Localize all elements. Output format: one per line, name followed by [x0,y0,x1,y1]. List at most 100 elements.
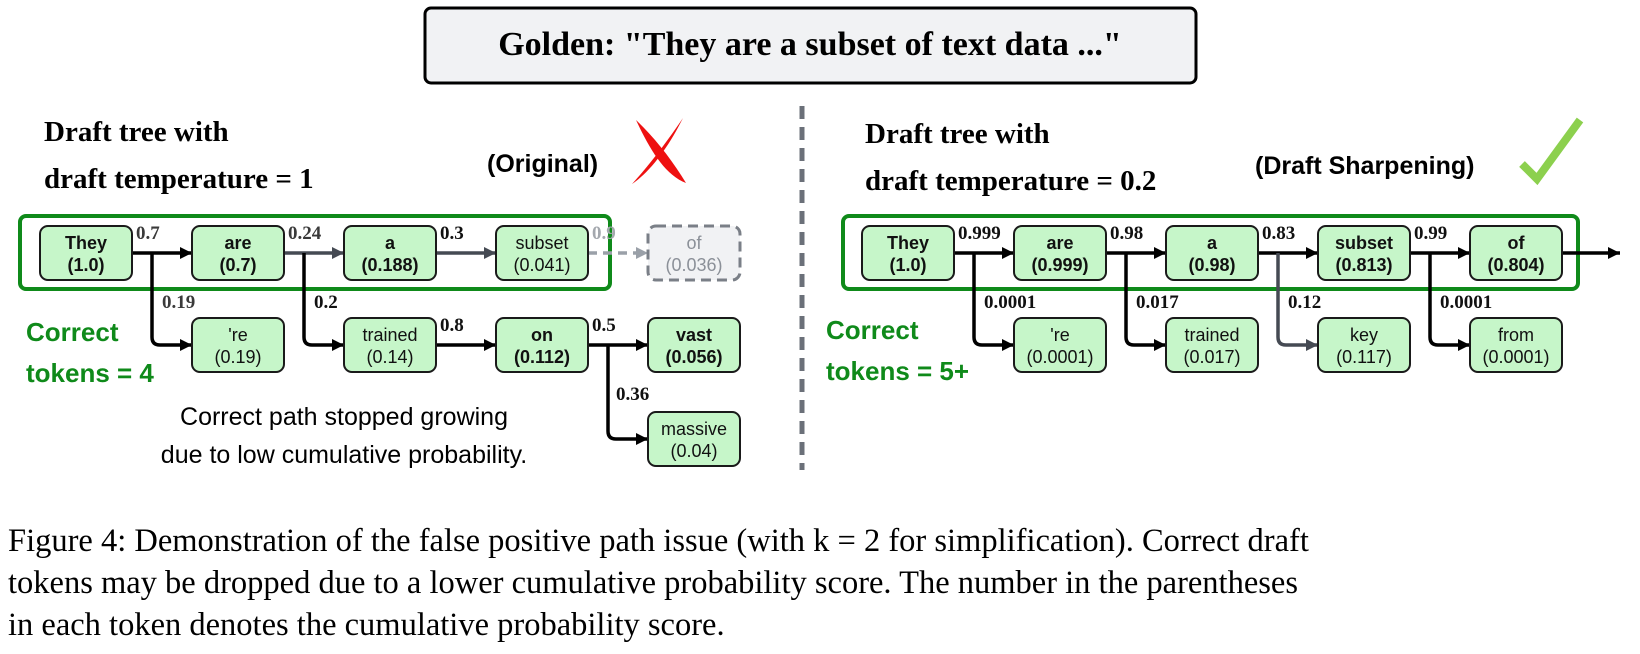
token-score: (0.0001) [1026,347,1093,367]
token-score: (0.813) [1335,255,1392,275]
token-node-key: key(0.117) [1317,317,1411,373]
edge-are-trained [302,253,344,351]
token-box [1165,225,1259,281]
token-score: (0.017) [1183,347,1240,367]
token-box [1165,317,1259,373]
token-box [495,317,589,373]
token-node-on: on(0.112) [495,317,589,373]
token-word: a [385,233,396,253]
edge-on-massive [606,345,648,445]
token-word: on [531,325,553,345]
token-node-are: are(0.999) [1013,225,1107,281]
caption-line2: tokens may be dropped due to a lower cum… [8,565,1298,601]
right-tag: (Draft Sharpening) [1255,152,1474,180]
edge-prob-they-are: 0.999 [958,223,1001,244]
token-box [1469,225,1563,281]
left-correct-line1: Correct [26,317,119,347]
edge-prob-they-re: 0.19 [162,292,195,313]
token-node-of: of(0.804) [1469,225,1563,281]
token-box [647,411,741,467]
green-check-icon [1519,117,1584,186]
token-box [1013,317,1107,373]
right-nodes: They(1.0) are(0.999) a(0.98) subset(0.813) o… [861,225,1563,373]
token-node-they: They(1.0) [39,225,133,281]
token-node-subset: subset(0.041) [495,225,589,281]
token-node-trained: trained(0.14) [343,317,437,373]
token-node-trained: trained(0.017) [1165,317,1259,373]
token-box [1317,317,1411,373]
edge-prob-are-a: 0.24 [288,223,322,244]
edge-prob-are-trained: 0.2 [314,292,338,313]
edge-subset-from [1428,253,1470,351]
token-node-re: 're(0.19) [191,317,285,373]
token-score: (0.117) [1336,347,1392,367]
edge-prob-they-re: 0.0001 [984,292,1036,313]
caption-line3: in each token denotes the cumulative pro… [8,607,725,643]
token-node-subset: subset(0.813) [1317,225,1411,281]
token-box [1013,225,1107,281]
edge-they-re [150,253,192,351]
caption-line1: Figure 4: Demonstration of the false pos… [8,523,1309,559]
right-correct-line2: tokens = 5+ [826,356,969,386]
token-word: key [1350,325,1378,345]
token-node-re: 're(0.0001) [1013,317,1107,373]
token-box [495,225,589,281]
token-node-massive: massive(0.04) [647,411,741,467]
token-score: (0.14) [366,347,413,367]
token-score: (0.999) [1031,255,1088,275]
token-box [39,225,133,281]
token-box [647,317,741,373]
token-word: massive [661,419,727,439]
red-cross-icon [632,118,686,184]
edge-prob-a-subset: 0.83 [1262,223,1295,244]
token-node-are: are(0.7) [191,225,285,281]
right-correct-line1: Correct [826,315,919,345]
left-nodes: They(1.0) are(0.7) a(0.188) subset(0.041) of… [39,224,742,467]
token-node-a: a(0.188) [343,225,437,281]
token-word: trained [1184,325,1239,345]
token-word: They [887,233,929,253]
token-score: (0.188) [361,255,418,275]
token-word: are [224,233,251,253]
edge-prob-on-vast: 0.5 [592,315,616,336]
token-box [343,225,437,281]
edge-prob-subset-of: 0.99 [1414,223,1447,244]
edge-prob-are-a: 0.98 [1110,223,1143,244]
golden-box: Golden: "They are a subset of text data … [423,6,1198,85]
left-correct-line2: tokens = 4 [26,358,154,388]
left-panel: Draft tree with draft temperature = 1 (O… [18,116,742,469]
token-score: (0.036) [665,255,722,275]
left-title-line1: Draft tree with [44,116,229,148]
edge-prob-on-massive: 0.36 [616,384,649,405]
left-note-line2: due to low cumulative probability. [161,441,527,469]
token-word: a [1207,233,1218,253]
token-node-from: from(0.0001) [1469,317,1563,373]
token-node-vast: vast(0.056) [647,317,741,373]
figure-diagram: Golden: "They are a subset of text data … [18,6,1620,470]
token-node-a: a(0.98) [1165,225,1259,281]
token-score: (0.804) [1487,255,1544,275]
token-word: subset [1335,233,1393,253]
token-score: (0.056) [665,347,722,367]
left-tag: (Original) [487,150,598,178]
right-title-line2: draft temperature = 0.2 [865,165,1156,197]
edge-prob-subset-of: 0.9 [592,223,616,244]
token-box [646,224,742,282]
token-box [343,317,437,373]
token-node-of: of(0.036) [646,224,742,282]
golden-text: Golden: "They are a subset of text data … [498,26,1122,63]
token-score: (1.0) [889,255,926,275]
token-word: trained [362,325,417,345]
token-box [191,225,285,281]
token-score: (0.041) [513,255,570,275]
token-score: (1.0) [67,255,104,275]
edge-a-key [1276,253,1318,351]
edge-prob-they-are: 0.7 [136,223,160,244]
token-word: are [1046,233,1073,253]
token-score: (0.98) [1188,255,1235,275]
edge-prob-a-key: 0.12 [1288,292,1321,313]
right-panel: Draft tree with draft temperature = 0.2 … [826,117,1620,386]
token-word: of [686,233,702,253]
